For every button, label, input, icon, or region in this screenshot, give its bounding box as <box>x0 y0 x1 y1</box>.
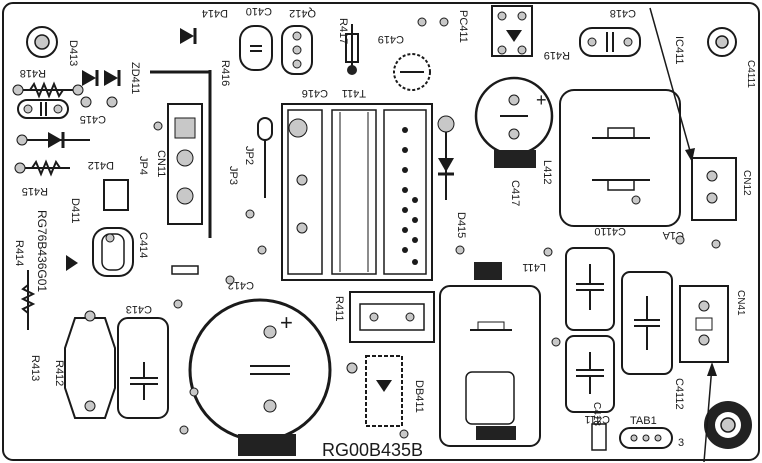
tab1-pin: 3 <box>678 437 684 449</box>
label-ic411: IC411 <box>673 36 685 65</box>
mounting-hole-tr <box>707 27 737 57</box>
label-c4112: C4112 <box>673 378 685 410</box>
tab1-terminal <box>619 427 673 449</box>
label-c419: C419 <box>378 33 404 45</box>
label-c416: C416 <box>302 87 328 99</box>
label-c415: C415 <box>80 113 106 125</box>
capacitor-c418 <box>579 27 641 57</box>
diode-d412 <box>16 132 90 148</box>
label-l412: L412 <box>541 160 553 184</box>
label-r416: R416 <box>219 60 231 86</box>
label-ic412: C4111 <box>745 60 756 88</box>
capacitor-c413 <box>117 317 169 419</box>
choke-block <box>439 285 541 447</box>
connector-cn11 <box>167 103 203 225</box>
arrow-top-right <box>649 7 695 162</box>
connector-cn12 <box>691 157 737 221</box>
diode-d414 <box>180 28 197 44</box>
resistor-small <box>171 265 199 275</box>
capacitor-c410 <box>239 25 273 71</box>
label-c413: C413 <box>126 303 152 315</box>
diode-pair <box>80 70 121 108</box>
label-zd411: ZD411 <box>129 62 141 94</box>
capacitor-c411 <box>565 335 615 413</box>
side-serial-label: RG76B436G01 <box>35 210 49 292</box>
label-r417: R417 <box>337 18 349 44</box>
capacitor-c417: + <box>474 76 554 168</box>
jumper-jp2 <box>257 117 273 198</box>
mounting-hole-br <box>704 401 752 449</box>
optocoupler-pc411 <box>491 5 533 57</box>
label-c411: C411 <box>585 413 610 425</box>
svg-text:+: + <box>280 310 293 335</box>
resistor-r417 <box>345 24 359 75</box>
label-cn12: CN12 <box>741 170 752 196</box>
label-r414: R414 <box>13 240 25 266</box>
label-d412: D412 <box>88 159 114 171</box>
board-part-number: RG00B435B <box>322 440 423 460</box>
svg-text:+: + <box>536 90 547 110</box>
marker-box <box>591 423 607 451</box>
resistor-r414 <box>20 270 36 330</box>
capacitor-c412: + <box>188 298 332 456</box>
label-jp3: JP3 <box>227 166 239 185</box>
label-jp2: JP2 <box>243 146 255 165</box>
label-r419: R419 <box>544 49 570 61</box>
label-pc411: PC411 <box>457 10 469 43</box>
capacitor-c1a <box>621 271 673 375</box>
label-r415: R415 <box>22 185 48 197</box>
capacitor-c419 <box>393 53 431 91</box>
resistor-r412 <box>64 310 116 419</box>
label-jp4: JP4 <box>137 156 149 175</box>
label-c4110: C4110 <box>594 225 626 237</box>
label-c417: C417 <box>509 180 521 206</box>
label-c418: C418 <box>610 7 636 19</box>
connector-cn41 <box>679 285 729 363</box>
label-c414: C414 <box>137 232 149 258</box>
label-db411: DB411 <box>413 380 425 413</box>
label-r412: R412 <box>53 360 65 386</box>
label-c418-bottom: C418 <box>591 402 602 426</box>
label-t411: T411 <box>342 87 366 99</box>
vias <box>105 17 721 439</box>
inductor-l411 <box>474 262 502 280</box>
label-r411: R411 <box>333 296 345 321</box>
label-c410: C410 <box>246 5 272 17</box>
label-c412: C412 <box>228 279 254 291</box>
label-cn41: CN41 <box>735 290 746 316</box>
label-d411: D411 <box>69 198 81 223</box>
tab1-label: TAB1 <box>630 415 657 427</box>
label-r418: R418 <box>20 67 46 79</box>
capacitor-c4110 <box>565 247 615 331</box>
label-q412: Q412 <box>289 7 316 19</box>
label-d413: D413 <box>67 40 79 66</box>
inductor-l412 <box>559 89 681 227</box>
resistor-r415 <box>14 159 70 177</box>
label-d414: D414 <box>202 7 228 19</box>
capacitor-c414 <box>92 227 134 277</box>
capacitor-c415 <box>17 99 69 119</box>
diode-d415 <box>437 115 455 200</box>
label-r413: R413 <box>29 355 41 381</box>
mounting-hole-tl <box>26 26 58 58</box>
label-l411: L411 <box>522 261 546 273</box>
diode-d411-body <box>103 179 129 211</box>
label-d415: D415 <box>455 212 467 238</box>
diode-small <box>66 255 78 271</box>
transistor-q412 <box>281 25 313 75</box>
label-cn11: CN11 <box>155 150 167 177</box>
arrow-bottom-right <box>703 362 717 463</box>
transformer-t411 <box>281 103 433 281</box>
resistor-r411 <box>349 291 435 343</box>
resistor-r418 <box>12 81 84 99</box>
rectifier-db411 <box>346 355 403 427</box>
